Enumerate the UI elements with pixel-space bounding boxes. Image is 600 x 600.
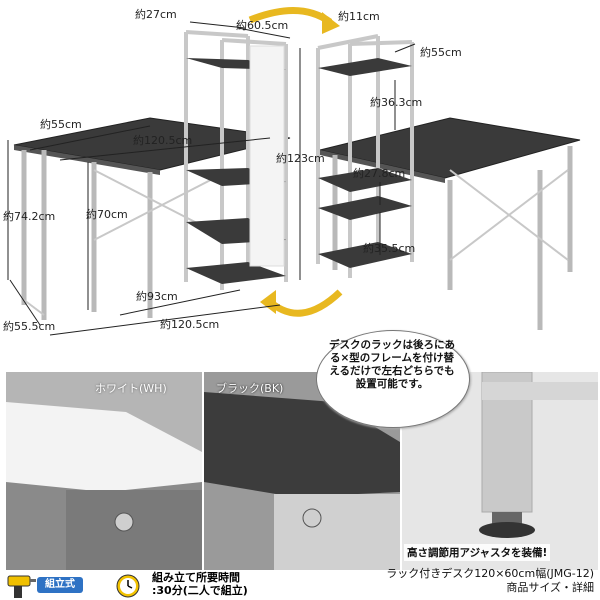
dim-base-depth: 約55.5cm	[3, 320, 56, 333]
black-finish-label: ブラック(BK)	[216, 382, 284, 395]
assembly-type-badge: 組立式	[37, 577, 83, 593]
left-rack-frame	[184, 30, 288, 290]
product-detail-label: 商品サイズ・詳細	[506, 581, 594, 594]
dim-desk-depth: 約55cm	[40, 118, 82, 131]
footer	[0, 572, 600, 600]
adjuster-caption: 高さ調節用アジャスタを装備!	[404, 544, 551, 561]
assembly-time-value: :30分(二人で組立)	[152, 584, 248, 597]
dimension-lines	[7, 21, 416, 336]
dim-rack-top-gap: 約11cm	[338, 10, 380, 23]
dim-rack-depth: 約27cm	[135, 8, 177, 21]
dim-desk-width-top: 約120.5cm	[133, 134, 193, 147]
dim-bottom-shelf-height: 約35.5cm	[363, 242, 416, 255]
product-name: ラック付きデスク120×60cm幅(JMG-12)	[386, 567, 594, 580]
swap-arrow-bottom	[265, 289, 343, 317]
desk-illustration	[7, 7, 581, 336]
white-finish-label: ホワイト(WH)	[95, 382, 167, 395]
dim-leg-space-height: 約70cm	[86, 208, 128, 221]
dim-rack-shelf-height: 約36.3cm	[370, 96, 423, 109]
left-desk-frame	[21, 150, 153, 320]
dim-lower-shelf-gap: 約27.8cm	[353, 167, 406, 180]
product-info: ラック付きデスク120×60cm幅(JMG-12) 商品サイズ・詳細	[332, 567, 594, 595]
assembly-time-label: 組み立て所要時間	[152, 571, 240, 584]
dim-rack-width: 約60.5cm	[236, 19, 289, 32]
info-bubble	[316, 330, 470, 428]
dim-desk-width-bottom: 約120.5cm	[160, 318, 220, 331]
dim-total-height: 約123cm	[276, 152, 325, 165]
desk-dimension-diagram: 約27cm 約60.5cm 約11cm 約55cm 約36.3cm 約55cm …	[3, 7, 581, 336]
alarm-clock-icon	[116, 574, 140, 598]
dim-desk-height: 約74.2cm	[3, 210, 56, 223]
white-finish-photo	[6, 372, 202, 570]
right-rack-frame	[316, 34, 414, 278]
drill-icon	[7, 575, 36, 598]
assembly-time: 組み立て所要時間 :30分(二人で組立)	[152, 571, 248, 597]
info-bubble-text: デスクのラックは後ろにある×型のフレームを付け替えるだけで左右どちらでも設置可能…	[329, 339, 455, 390]
dim-leg-space-width: 約93cm	[136, 290, 178, 303]
dim-rack-shelf-width: 約55cm	[420, 46, 462, 59]
